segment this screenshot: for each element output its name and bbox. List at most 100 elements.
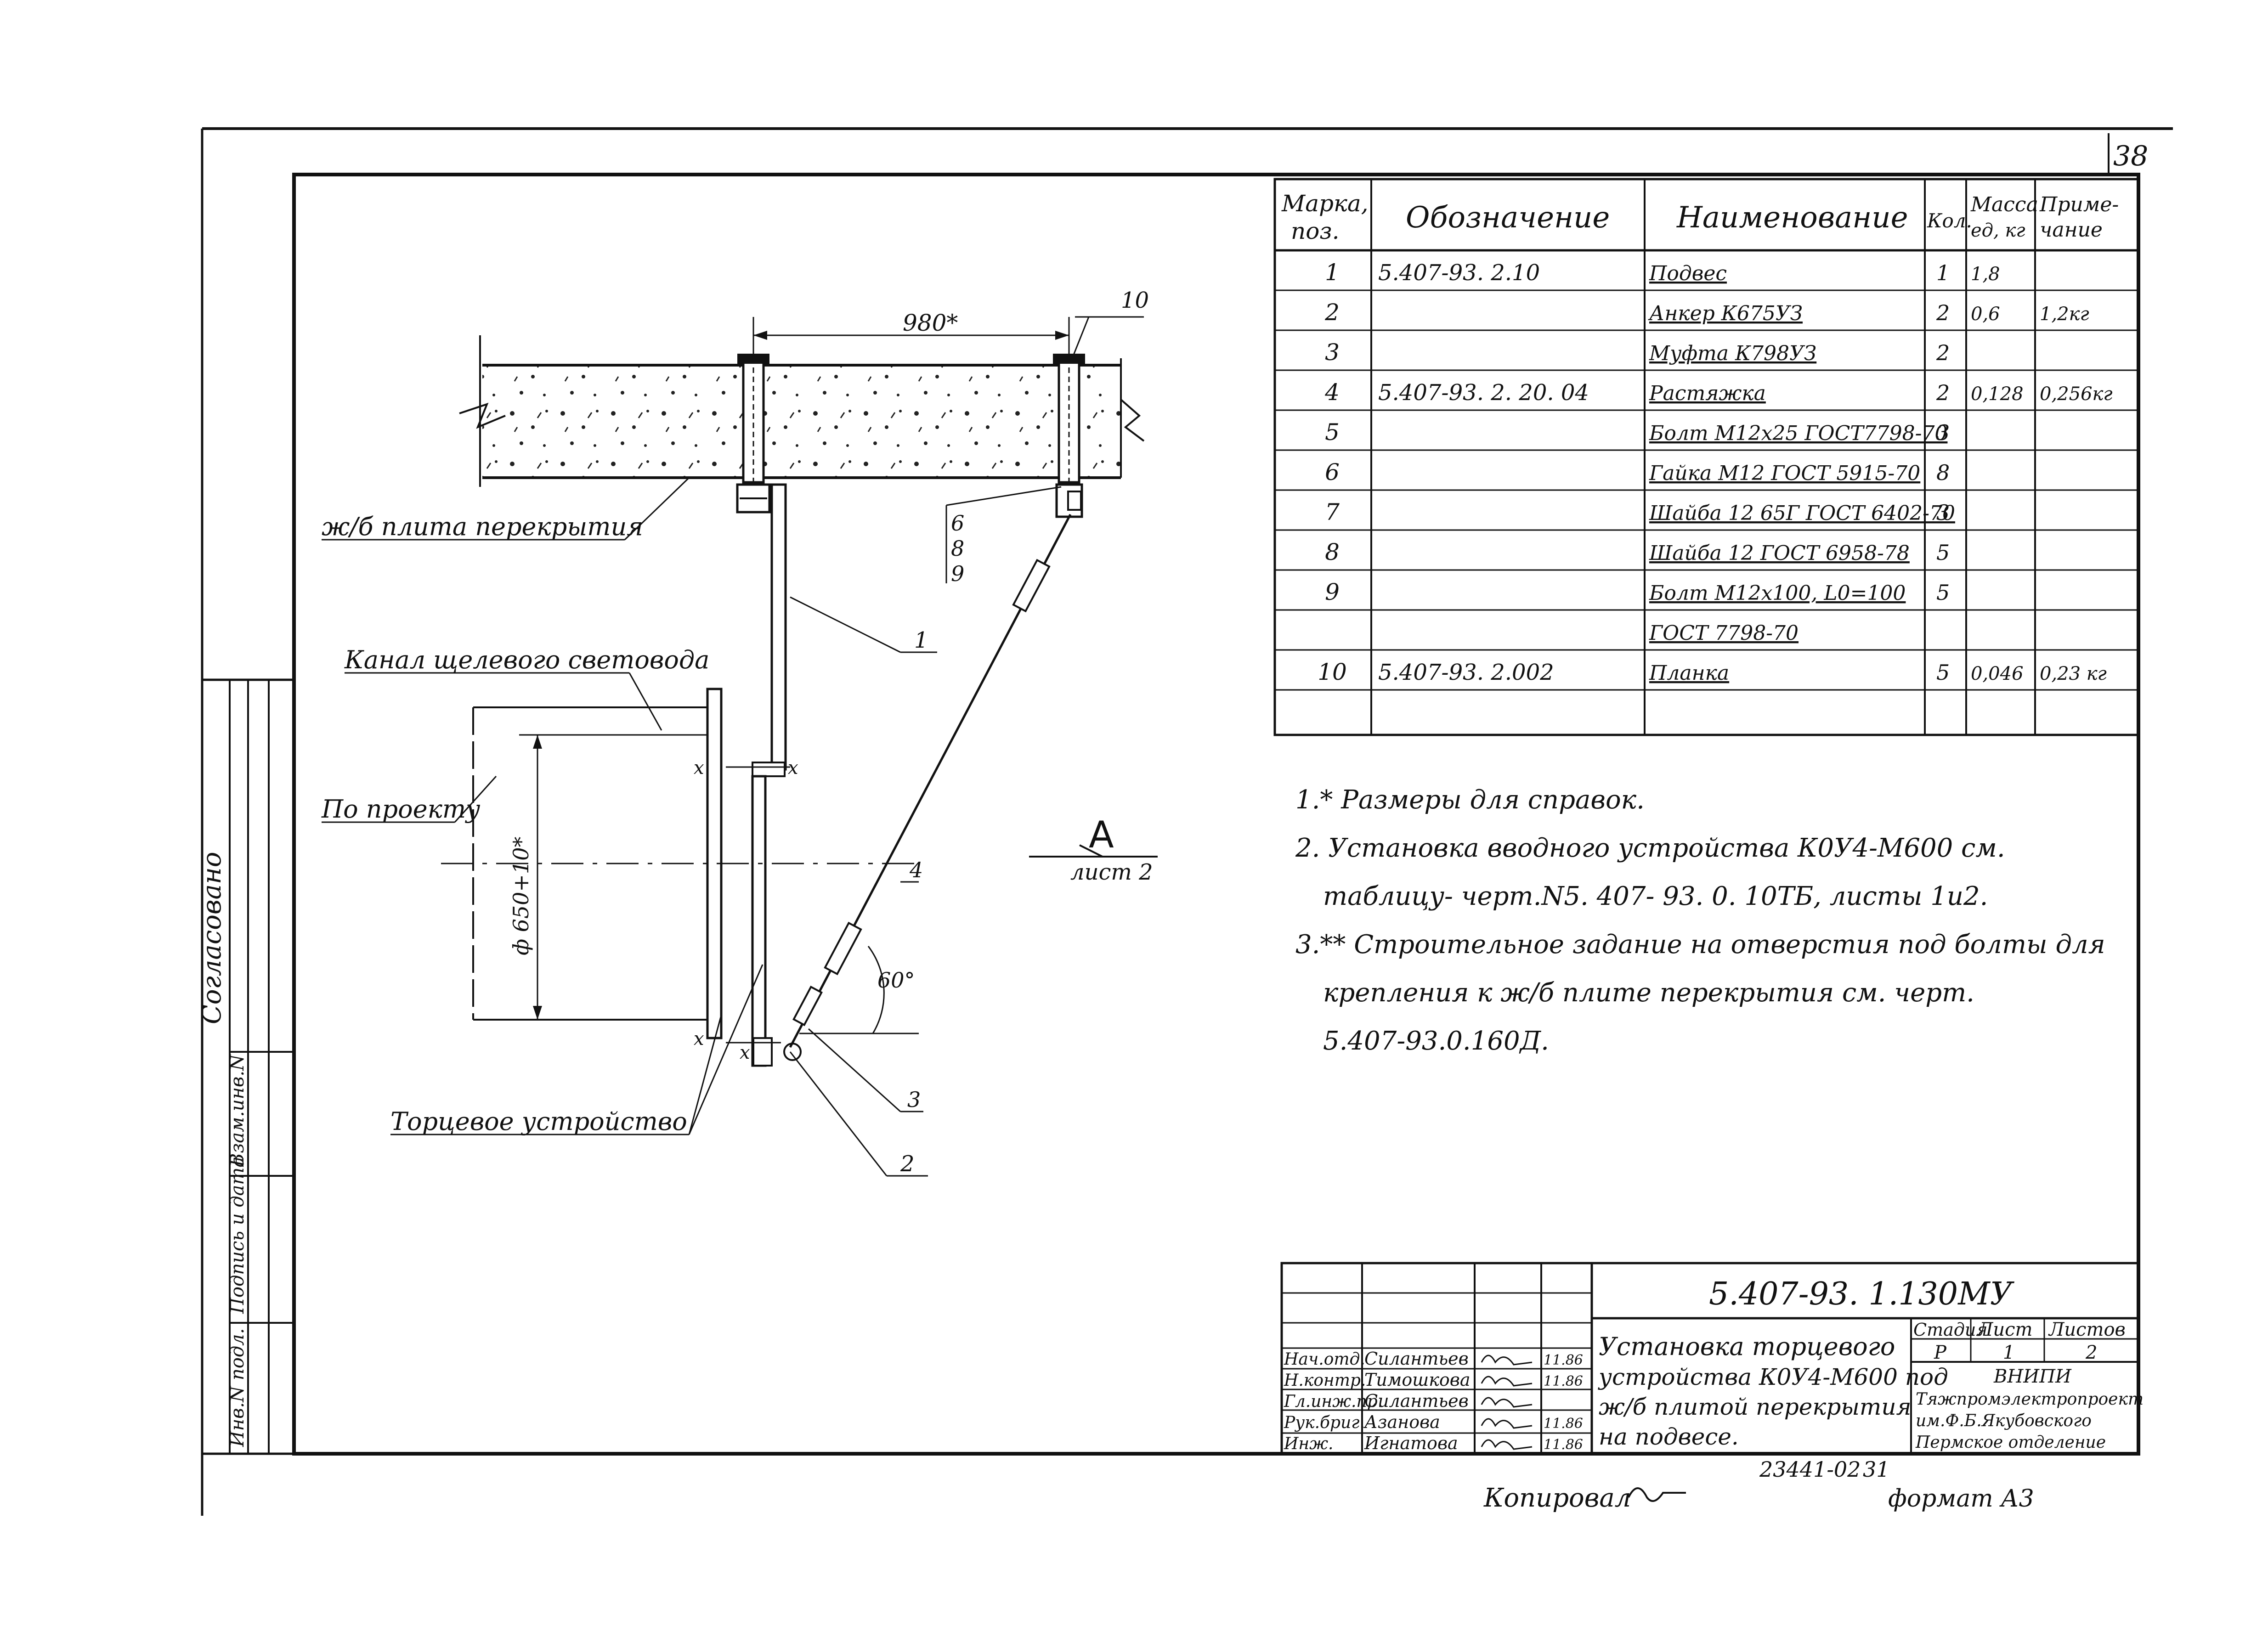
title-line-2: устройства К0У4-М600 под <box>1598 1364 1948 1390</box>
callout-8: 8 <box>951 536 964 561</box>
spec-cell-pos: 8 <box>1325 539 1340 565</box>
callout-10b: 10 <box>1121 288 1149 313</box>
spec-cell-designation: 5.407-93. 2.002 <box>1378 660 1554 685</box>
view-letter: А <box>1089 813 1114 856</box>
callout-9: 9 <box>951 561 964 586</box>
angle-label: 60° <box>877 968 915 993</box>
staff-name: Тимошкова <box>1364 1370 1471 1390</box>
spec-cell-qty: 3 <box>1936 500 1950 525</box>
spec-cell-pos: 5 <box>1325 419 1340 446</box>
spec-cell-qty: 8 <box>1936 460 1950 485</box>
side-stamp <box>201 678 295 1455</box>
notes-block: 1.* Размеры для справок. 2. Установка вв… <box>1295 785 2105 1056</box>
callout-4: 4 <box>909 858 923 882</box>
th-mass-1: Масса <box>1970 193 2038 216</box>
format-label: формат А3 <box>1888 1485 2034 1513</box>
org-line-2: Тяжпромэлектропроект <box>1916 1390 2144 1409</box>
th-note-1: Приме- <box>2039 193 2119 216</box>
staff-signature <box>1481 1397 1533 1408</box>
spec-cell-name: Гайка М12 ГОСТ 5915-70 <box>1649 462 1920 485</box>
th-mass-2: ед, кг <box>1971 220 2025 241</box>
spec-cell-qty: 2 <box>1936 380 1950 405</box>
org-line-3: им.Ф.Б.Якубовского <box>1916 1411 2092 1430</box>
staff-date: 11.86 <box>1544 1437 1583 1453</box>
spec-cell-name: Болт М12х100, L0=100 <box>1649 581 1906 605</box>
title-line-1: Установка торцевого <box>1599 1332 1895 1361</box>
callout-1: 1 <box>914 627 928 653</box>
title-block-grid <box>1280 1262 2140 1455</box>
spec-cell-name: Планка <box>1649 661 1729 685</box>
stage-header: Стадия <box>1913 1320 1987 1340</box>
spec-cell-mass: 0,128 <box>1971 384 2024 405</box>
copied-label: Копировал <box>1483 1483 1631 1513</box>
stamp-inv-orig: Инв.N подл. <box>227 1328 248 1447</box>
spec-cell-name: Шайба 12 65Г ГОСТ 6402-70 <box>1649 502 1955 525</box>
diagonal-brace <box>789 491 1082 1048</box>
spec-cell-qty: 1 <box>1936 260 1950 285</box>
label-end-device: Торцевое устройство <box>390 1107 687 1136</box>
note-line-2: 2. Установка вводного устройства К0У4-М6… <box>1295 833 2005 863</box>
spec-cell-name: Муфта К798УЗ <box>1649 342 1816 365</box>
spec-cell-pos: 3 <box>1325 339 1340 366</box>
stamp-agreed: Согласовано <box>197 852 227 1024</box>
sheet-value: 1 <box>2003 1342 2014 1363</box>
org-line-1: ВНИПИ <box>1993 1366 2072 1387</box>
note-line-3: таблицу- черт.N5. 407- 93. 0. 10ТБ, лист… <box>1323 881 1988 911</box>
staff-date: 11.86 <box>1544 1373 1583 1389</box>
callout-2: 2 <box>900 1151 915 1177</box>
th-note-2: чание <box>2040 218 2103 242</box>
sheet-header: Лист <box>1977 1319 2032 1340</box>
spec-cell-mass: 0,6 <box>1971 304 2000 325</box>
page-number: 31 <box>1863 1457 1890 1482</box>
svg-text:х: х <box>694 1028 704 1050</box>
stamp-inv-replace: Взам.инв.N <box>227 1054 248 1167</box>
staff-signature <box>1481 1439 1533 1450</box>
concrete-slab <box>459 335 1145 487</box>
hanger-bolt-left <box>736 354 771 514</box>
staff-date: 11.86 <box>1544 1352 1583 1368</box>
staff-role: Рук.бриг. <box>1284 1413 1365 1432</box>
copied-signature <box>1628 1487 1686 1502</box>
staff-signature <box>1481 1418 1533 1429</box>
spec-cell-pos: 7 <box>1325 499 1340 525</box>
title-line-3: ж/б плитой перекрытия <box>1599 1394 1912 1420</box>
spec-cell-pos: 1 <box>1325 259 1340 286</box>
spec-cell-qty: 5 <box>1936 580 1950 605</box>
angle-arc <box>799 946 919 1034</box>
spec-cell-name: ГОСТ 7798-70 <box>1649 621 1799 645</box>
sheets-header: Листов <box>2048 1319 2126 1340</box>
th-qty: Кол. <box>1927 209 1972 232</box>
dimension-980 <box>752 317 1070 358</box>
note-line-1: 1.* Размеры для справок. <box>1295 785 1645 815</box>
spec-cell-name: Болт М12х25 ГОСТ7798-70 <box>1649 422 1947 445</box>
spec-cell-qty: 3 <box>1936 420 1950 445</box>
staff-signature <box>1481 1376 1533 1387</box>
sheets-value: 2 <box>2085 1342 2097 1363</box>
label-project: По проекту <box>321 795 481 824</box>
spec-cell-name: Анкер К675УЗ <box>1648 302 1803 325</box>
staff-name: Азанова <box>1363 1412 1440 1432</box>
org-line-4: Пермское отделение <box>1915 1433 2106 1452</box>
doc-number: 23441-02 <box>1759 1457 1861 1482</box>
spec-cell-pos: 9 <box>1325 579 1340 605</box>
spec-cell-name: Растяжка <box>1649 382 1766 405</box>
th-mark-2: поз. <box>1291 218 1339 244</box>
svg-text:х: х <box>694 757 704 779</box>
staff-name: Силантьев <box>1364 1349 1469 1369</box>
spec-cell-name: Шайба 12 ГОСТ 6958-78 <box>1649 542 1910 565</box>
spec-cell-qty: 2 <box>1936 300 1950 325</box>
spec-cell-pos: 6 <box>1325 459 1340 485</box>
spec-cell-name: Подвес <box>1649 262 1727 285</box>
staff-signature <box>1481 1355 1533 1366</box>
spec-cell-note: 0,23 кг <box>2040 663 2107 684</box>
spec-cell-qty: 5 <box>1936 540 1950 565</box>
staff-role: Гл.инж.пр. <box>1284 1392 1383 1411</box>
spec-cell-mass: 0,046 <box>1971 663 2024 684</box>
callout-6: 6 <box>951 511 964 536</box>
spec-cell-pos: 4 <box>1324 379 1340 406</box>
doc-code: 5.407-93. 1.130МУ <box>1709 1276 2015 1312</box>
svg-text:х: х <box>740 1042 750 1063</box>
callout-leaders <box>789 316 1144 1177</box>
